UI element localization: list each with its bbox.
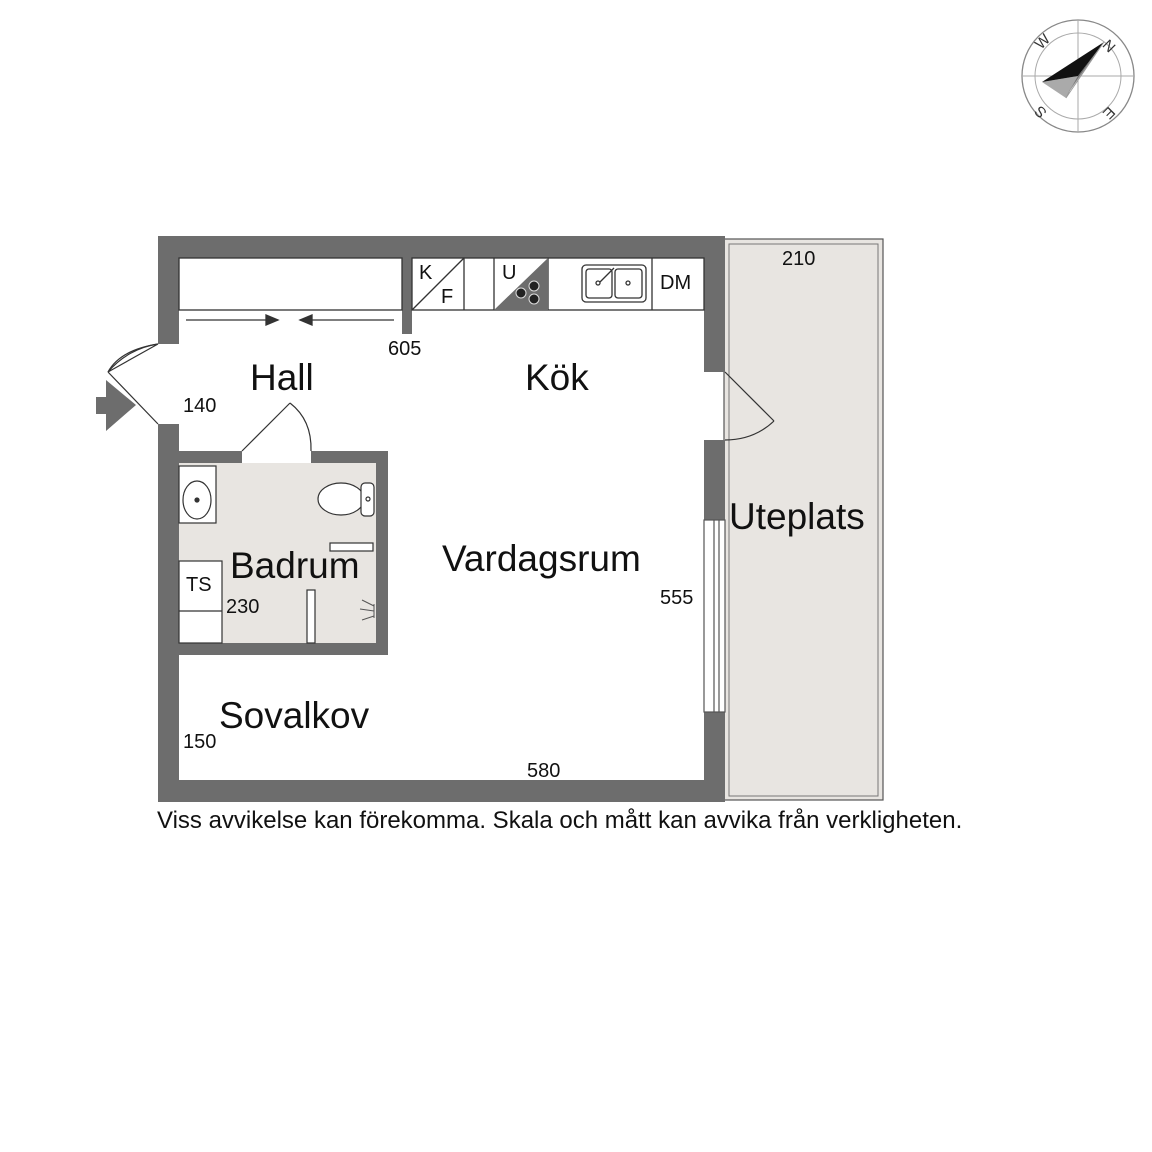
- terrace-window: [703, 519, 726, 713]
- compass-icon: N W S E: [1021, 19, 1135, 133]
- dim-bath: 230: [226, 596, 259, 618]
- wardrobe: [178, 257, 403, 326]
- inner-walls: [179, 258, 412, 655]
- dim-living: 555: [660, 587, 693, 609]
- oven-label: U: [502, 262, 516, 284]
- room-hall: Hall: [250, 357, 314, 398]
- shower-icon: [359, 599, 375, 621]
- fridge-label-k: K: [419, 262, 433, 284]
- terrace-door: [724, 371, 775, 441]
- entrance-arrow-icon: [96, 380, 136, 431]
- dishwasher-label: DM: [660, 272, 691, 294]
- fridge-label-f: F: [441, 286, 453, 308]
- room-badrum: Badrum: [230, 545, 360, 586]
- washer-label: TS: [186, 574, 212, 596]
- room-vardagsrum: Vardagsrum: [442, 538, 641, 579]
- kitchen-counter: [411, 257, 705, 311]
- bathroom-door: [241, 402, 312, 452]
- hob-burners: [515, 280, 540, 305]
- sink: [581, 264, 647, 303]
- dim-kitchen: 605: [388, 338, 421, 360]
- dim-total: 580: [527, 760, 560, 782]
- dim-alcove: 150: [183, 731, 216, 753]
- bath-fixtures: [178, 465, 375, 644]
- room-kok: Kök: [525, 357, 589, 398]
- outer-walls: [158, 236, 725, 802]
- entrance-door: [107, 343, 159, 425]
- terrace: [723, 238, 884, 801]
- disclaimer-text: Viss avvikelse kan förekomma. Skala och …: [157, 807, 963, 834]
- room-uteplats: Uteplats: [729, 496, 865, 537]
- dim-hall: 140: [183, 395, 216, 417]
- room-sovalkov: Sovalkov: [219, 695, 370, 736]
- dim-terrace: 210: [782, 248, 815, 270]
